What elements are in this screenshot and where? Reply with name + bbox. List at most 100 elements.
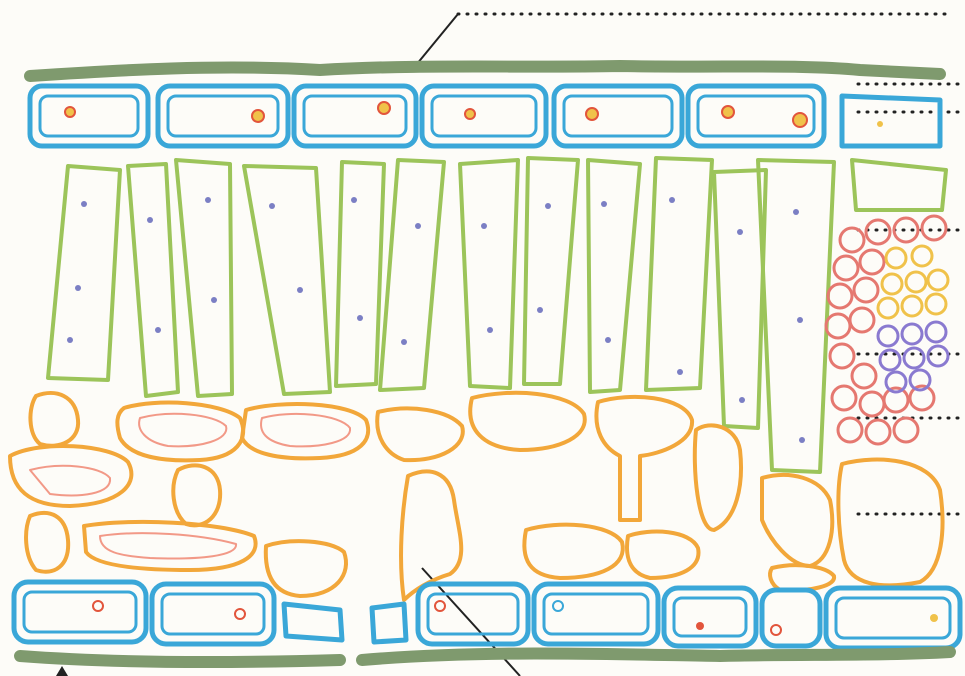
sieve-tube: [902, 324, 922, 344]
nucleus: [465, 109, 475, 119]
phloem-cell: [912, 246, 932, 266]
lower-epidermis: [14, 582, 960, 648]
spongy-cell: [762, 475, 832, 566]
nucleus: [793, 113, 807, 127]
upper-epidermis-cell-inner: [304, 96, 406, 136]
chloroplast: [601, 201, 607, 207]
chloroplast: [605, 337, 611, 343]
chloroplast: [205, 197, 211, 203]
spongy-cell: [627, 532, 698, 578]
upper-epidermis-cell: [842, 96, 940, 146]
upper-epidermis-cell-inner: [40, 96, 138, 136]
nucleus: [930, 614, 938, 622]
chloroplast: [147, 217, 153, 223]
chloroplast: [537, 307, 543, 313]
chloroplast: [793, 209, 799, 215]
nucleus: [93, 601, 103, 611]
xylem-vessel: [860, 250, 884, 274]
chloroplast: [351, 197, 357, 203]
palisade-mesophyll: [48, 158, 946, 472]
palisade-cell: [48, 166, 120, 380]
nucleus: [553, 601, 563, 611]
chloroplast: [737, 229, 743, 235]
palisade-cell: [380, 160, 444, 390]
nucleus: [65, 107, 75, 117]
nucleus: [378, 102, 390, 114]
lower-epidermis-cell-inner: [428, 594, 518, 634]
nucleus: [586, 108, 598, 120]
chloroplast: [677, 369, 683, 375]
palisade-cell: [646, 158, 712, 390]
phloem-cell: [928, 270, 948, 290]
xylem-vessel: [894, 418, 918, 442]
phloem-cell: [878, 298, 898, 318]
bundle-sheath-cell: [838, 460, 942, 586]
chloroplast: [155, 327, 161, 333]
upper-epidermis-cell-inner: [432, 96, 536, 136]
spongy-cell: [30, 393, 78, 446]
lower-epidermis-cell-inner: [162, 594, 264, 634]
sieve-tube: [878, 326, 898, 346]
xylem-vessel: [860, 392, 884, 416]
nucleus: [235, 609, 245, 619]
chloroplast: [799, 437, 805, 443]
lower-epidermis-cell-inner: [674, 598, 746, 636]
xylem-vessel: [828, 284, 852, 308]
xylem-vessel: [866, 220, 890, 244]
palisade-cell: [758, 160, 834, 472]
xylem-vessel: [840, 228, 864, 252]
nucleus: [722, 106, 734, 118]
palisade-cell: [128, 164, 178, 396]
chloroplast: [797, 317, 803, 323]
chloroplast: [401, 339, 407, 345]
arrow-tip-lower-left: [56, 666, 68, 676]
palisade-cell: [176, 160, 232, 396]
phloem-cell: [926, 294, 946, 314]
spongy-cell: [26, 513, 68, 572]
xylem-vessel: [866, 420, 890, 444]
spongy-cell: [470, 393, 585, 450]
chloroplast: [415, 223, 421, 229]
xylem-vessel: [922, 216, 946, 240]
chloroplast: [487, 327, 493, 333]
phloem-cell: [882, 274, 902, 294]
xylem-vessel: [830, 344, 854, 368]
lower-epidermis-cell: [762, 590, 820, 646]
spongy-cell-inner: [261, 414, 350, 446]
xylem-vessel: [826, 314, 850, 338]
spongy-mesophyll: [10, 393, 943, 600]
guard-cell: [284, 604, 342, 640]
spongy-cell-inner: [139, 414, 226, 446]
xylem-vessel: [834, 256, 858, 280]
spongy-cell: [84, 522, 256, 570]
palisade-cell: [244, 166, 330, 394]
spongy-cell: [524, 525, 622, 578]
spongy-cell: [401, 471, 461, 600]
nucleus: [771, 625, 781, 635]
chloroplast: [357, 315, 363, 321]
chloroplast: [669, 197, 675, 203]
spongy-cell: [770, 565, 834, 590]
xylem-vessel: [852, 364, 876, 388]
palisade-cell: [852, 160, 946, 210]
xylem-vessel: [832, 386, 856, 410]
xylem-vessel: [850, 308, 874, 332]
sieve-tube: [880, 350, 900, 370]
spongy-cell: [173, 465, 220, 525]
xylem: [826, 216, 946, 444]
palisade-cell: [524, 158, 578, 384]
spongy-cell: [695, 425, 741, 530]
phloem-companion: [878, 246, 948, 318]
phloem-cell: [886, 248, 906, 268]
spongy-cell: [10, 446, 131, 506]
nucleus: [435, 601, 445, 611]
upper-cuticle: [30, 66, 940, 76]
spongy-cell: [266, 541, 346, 596]
sieve-tube: [928, 346, 948, 366]
chloroplast: [75, 285, 81, 291]
chloroplast: [297, 287, 303, 293]
xylem-vessel: [854, 278, 878, 302]
spongy-cell: [377, 408, 463, 460]
phloem-cell: [906, 272, 926, 292]
lower-epidermis-cell-inner: [544, 594, 648, 634]
